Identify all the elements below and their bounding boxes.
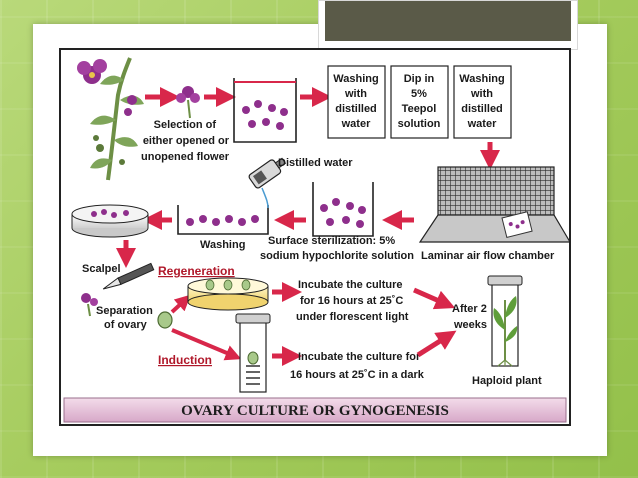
regeneration-label: Regeneration (158, 264, 235, 278)
washing-2-line-3: distilled (461, 103, 503, 115)
flowering-plant (77, 57, 144, 181)
sterilization-beaker (312, 182, 374, 237)
washing-1-line-2: with (344, 88, 367, 100)
washing-1-line-3: distilled (335, 103, 377, 115)
picked-flower (176, 86, 200, 119)
laminar-air-flow-chamber (418, 166, 572, 243)
washing-tray (177, 205, 269, 235)
petri-dish-flowers (71, 204, 149, 238)
flower-with-ovary (81, 293, 98, 317)
scalpel-icon (102, 262, 155, 290)
arrow-to-induction-tube (171, 328, 242, 361)
dip-line-3: Teepol (402, 103, 437, 115)
regeneration-dish (187, 277, 269, 311)
water-stream (261, 187, 269, 209)
wash-bottle (248, 157, 287, 189)
banner-title: OVARY CULTURE OR GYNOGENESIS (181, 403, 449, 419)
arrow-light-to-haploid (412, 287, 456, 310)
selection-line-2: either opened or (143, 135, 230, 147)
beaker-with-flowers (233, 78, 297, 143)
title-placeholder-fill (325, 1, 571, 41)
washing-1-line-4: water (341, 118, 371, 130)
dip-line-1: Dip in (404, 73, 435, 85)
separation-line-1: Separation (96, 305, 153, 317)
washing-label: Washing (200, 239, 245, 251)
selection-line-3: unopened flower (141, 151, 230, 163)
incubate-dark-line-2: 16 hours at 25˚C in a dark (290, 369, 425, 381)
separation-line-2: of ovary (104, 319, 148, 331)
incubate-light-line-1: Incubate the culture (298, 279, 403, 291)
box-washing-1 (327, 65, 386, 139)
distilled-water-label: Distilled water (278, 157, 353, 169)
incubate-dark-line-1: Incubate the culture for (298, 351, 421, 363)
surface-line-1: Surface sterilization: 5% (268, 235, 395, 247)
surface-line-2: sodium hypochlorite solution (260, 250, 414, 262)
incubate-light-line-2: for 16 hours at 25˚C (300, 295, 403, 307)
incubate-light-line-3: under florescent light (296, 311, 409, 323)
dip-line-2: 5% (411, 88, 427, 100)
arrow-dark-to-haploid (416, 330, 457, 358)
washing-2-line-4: water (467, 118, 497, 130)
induction-test-tube (235, 313, 271, 393)
haploid-plant-tube (487, 275, 523, 367)
scalpel-label: Scalpel (82, 263, 121, 275)
box-washing-2 (453, 65, 512, 139)
after-line-2: weeks (453, 319, 487, 331)
ovary-icon (157, 311, 173, 329)
washing-2-line-2: with (470, 88, 493, 100)
washing-1-line-1: Washing (333, 73, 378, 85)
haploid-plant-label: Haploid plant (472, 375, 542, 387)
washing-2-line-1: Washing (459, 73, 504, 85)
dip-line-4: solution (398, 118, 441, 130)
selection-line-1: Selection of (154, 119, 217, 131)
laminar-label: Laminar air flow chamber (421, 250, 555, 262)
title-banner (63, 397, 567, 423)
induction-label: Induction (158, 353, 212, 367)
box-dip-teepol (390, 65, 449, 139)
title-placeholder (318, 0, 578, 50)
after-line-1: After 2 (452, 303, 487, 315)
arrow-to-regeneration-dish (170, 294, 191, 314)
